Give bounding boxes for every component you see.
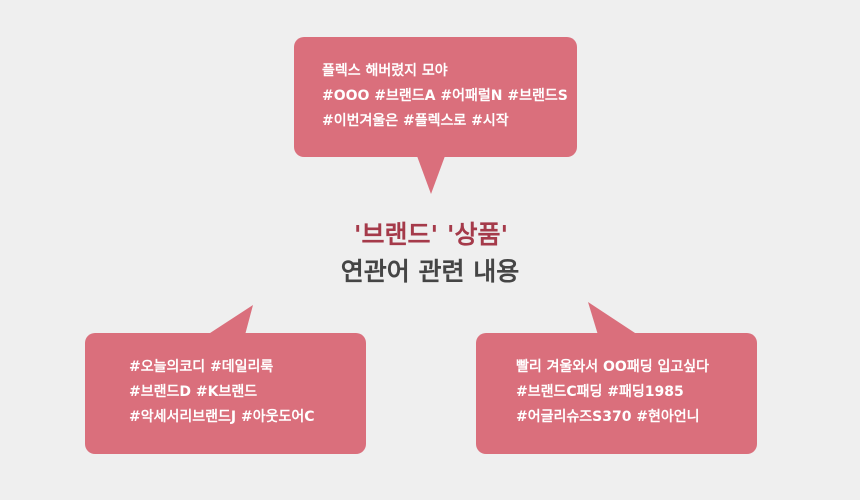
speech-bubble-right: 빨리 겨울와서 OO패딩 입고싶다 #브랜드C패딩 #패딩1985 #어글리슈즈… [476, 333, 757, 454]
speech-bubble-top: 플렉스 해버렸지 모야 #OOO #브랜드A #어패럴N #브랜드S #이번겨울… [294, 37, 577, 157]
bubble-right-line-3: #어글리슈즈S370 #현아언니 [516, 409, 700, 425]
center-title-keywords: '브랜드' '상품' [353, 220, 509, 249]
speech-bubble-top-tail [417, 156, 445, 194]
speech-bubble-left-tail [207, 305, 253, 335]
speech-bubble-right-tail [588, 302, 638, 335]
center-title-subtitle: 연관어 관련 내용 [340, 257, 520, 286]
bubble-top-line-3: #이번겨울은 #플렉스로 #시작 [322, 113, 509, 129]
bubble-top-line-1: 플렉스 해버렸지 모야 [322, 63, 448, 79]
bubble-left-line-3: #악세서리브랜드J #아웃도어C [129, 409, 315, 425]
bubble-left-line-2: #브랜드D #K브랜드 [129, 384, 258, 400]
bubble-top-line-2: #OOO #브랜드A #어패럴N #브랜드S [322, 88, 568, 104]
bubble-right-line-2: #브랜드C패딩 #패딩1985 [516, 384, 684, 400]
speech-bubble-left: #오늘의코디 #데일리룩 #브랜드D #K브랜드 #악세서리브랜드J #아웃도어… [85, 333, 366, 454]
bubble-left-line-1: #오늘의코디 #데일리룩 [129, 359, 274, 375]
bubble-right-line-1: 빨리 겨울와서 OO패딩 입고싶다 [516, 359, 709, 375]
